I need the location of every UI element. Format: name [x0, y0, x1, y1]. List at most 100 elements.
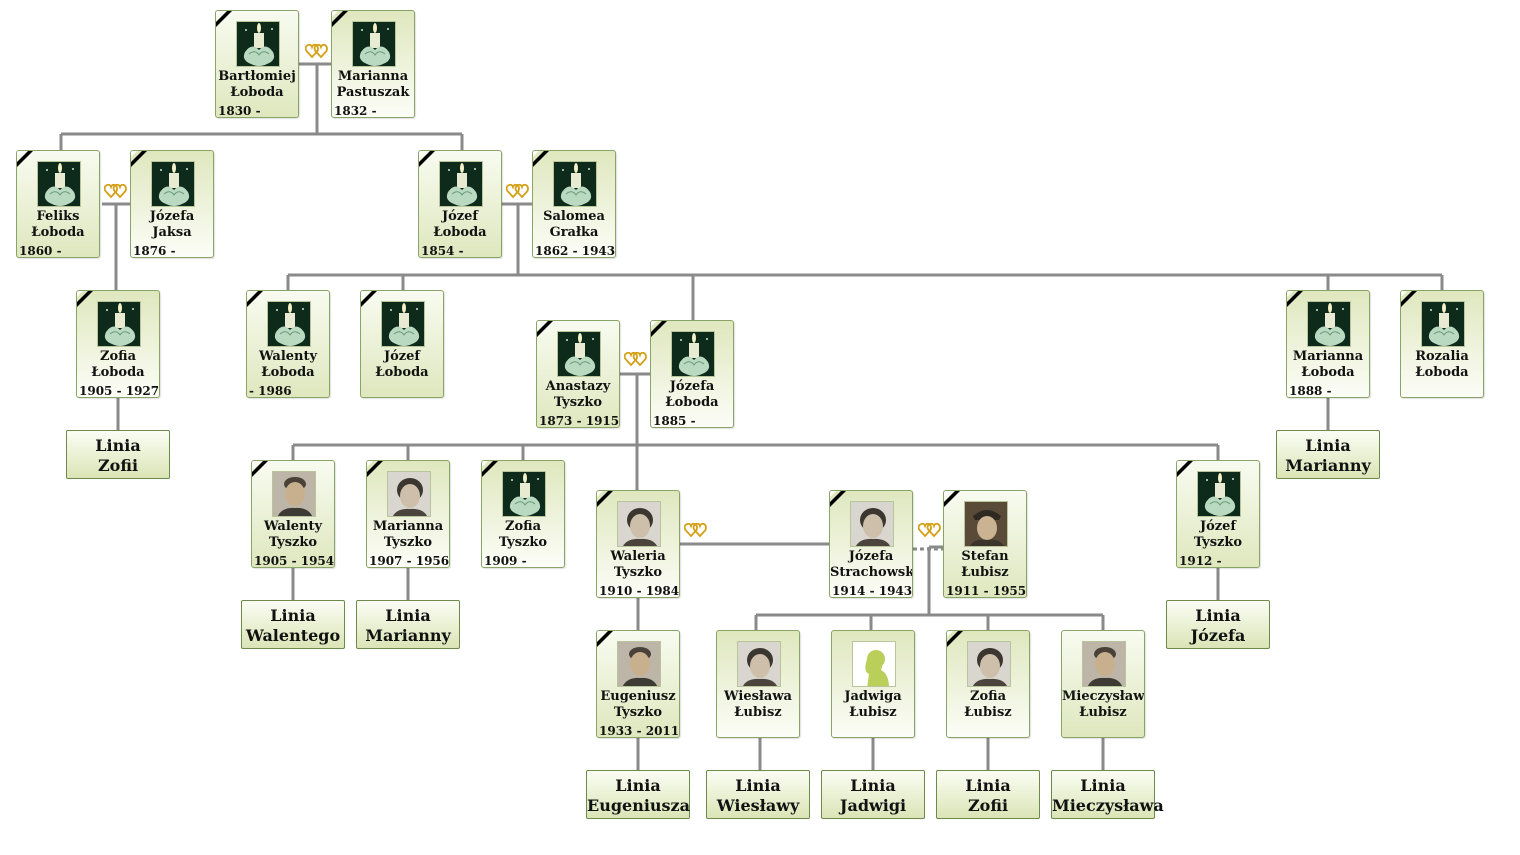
candle-icon — [502, 471, 546, 517]
person-dates: 1862 - 1943 — [535, 244, 616, 258]
person-first-name: Mieczysław — [1062, 689, 1145, 704]
mourning-ribbon-icon — [533, 151, 551, 169]
lineage-label: Linia — [850, 776, 896, 795]
person-dates: 1914 - 1943 — [832, 584, 913, 598]
candle-icon — [1307, 301, 1351, 347]
person-dates: 1888 - — [1289, 384, 1332, 398]
person-first-name: Rozalia — [1415, 349, 1469, 364]
candle-icon — [381, 301, 425, 347]
person-first-name: Józefa — [149, 209, 195, 224]
marriage-hearts-icon — [683, 522, 708, 538]
lineage-label: Linia — [615, 776, 661, 795]
lineage-name: Wiesławy — [716, 796, 800, 815]
mourning-ribbon-icon — [482, 461, 500, 479]
candle-icon — [236, 21, 280, 67]
person-last-name: Pastuszak — [336, 85, 410, 100]
candle-icon — [151, 161, 195, 207]
person-first-name: Anastazy — [545, 379, 611, 394]
person-first-name: Salomea — [543, 209, 605, 224]
person-card[interactable]: JózefaStrachowska1914 - 1943 — [829, 490, 913, 598]
person-last-name: Grałka — [549, 225, 599, 240]
marriage-hearts-icon — [304, 43, 329, 59]
person-last-name: Strachowska — [830, 565, 912, 580]
person-first-name: Jadwiga — [844, 689, 902, 704]
person-dates: 1854 - — [421, 244, 464, 258]
person-first-name: Józefa — [669, 379, 715, 394]
person-first-name: Wiesława — [724, 689, 792, 704]
lineage-label: Linia — [1080, 776, 1126, 795]
person-first-name: Waleria — [610, 549, 666, 564]
lineage-name: Eugeniusza — [587, 796, 690, 815]
person-last-name: Tyszko — [268, 535, 318, 550]
person-dates: 1933 - 2011 — [599, 724, 680, 738]
mourning-ribbon-icon — [252, 461, 270, 479]
mourning-ribbon-icon — [597, 491, 615, 509]
lineage-name: Jadwigi — [839, 796, 907, 815]
candle-icon — [671, 331, 715, 377]
marriage-hearts-icon — [623, 351, 648, 367]
person-last-name: Łubisz — [849, 705, 897, 720]
mourning-ribbon-icon — [247, 291, 265, 309]
mourning-ribbon-icon — [537, 321, 555, 339]
mourning-ribbon-icon — [597, 631, 615, 649]
mourning-ribbon-icon — [361, 291, 379, 309]
person-dates: 1910 - 1984 — [599, 584, 680, 598]
person-first-name: Stefan — [961, 549, 1009, 564]
person-first-name: Bartłomiej — [218, 69, 296, 84]
mourning-ribbon-icon — [1177, 461, 1195, 479]
mourning-ribbon-icon — [131, 151, 149, 169]
person-dates: 1876 - — [133, 244, 176, 258]
marriage-hearts-icon — [103, 183, 128, 199]
person-last-name: Tyszko — [383, 535, 433, 550]
mourning-ribbon-icon — [216, 11, 234, 29]
lineage-name: Marianny — [1285, 456, 1371, 475]
candle-icon — [1421, 301, 1465, 347]
person-first-name: Feliks — [36, 209, 80, 224]
person-last-name: Łoboda — [31, 225, 85, 240]
mourning-ribbon-icon — [947, 631, 965, 649]
person-last-name: Łubisz — [1079, 705, 1127, 720]
portrait-man-icon — [617, 641, 661, 687]
person-first-name: Józef — [441, 209, 479, 224]
mourning-ribbon-icon — [17, 151, 35, 169]
candle-icon — [553, 161, 597, 207]
person-last-name: Tyszko — [553, 395, 603, 410]
lineage-label: Linia — [965, 776, 1011, 795]
candle-icon — [557, 331, 601, 377]
person-last-name: Tyszko — [498, 535, 548, 550]
